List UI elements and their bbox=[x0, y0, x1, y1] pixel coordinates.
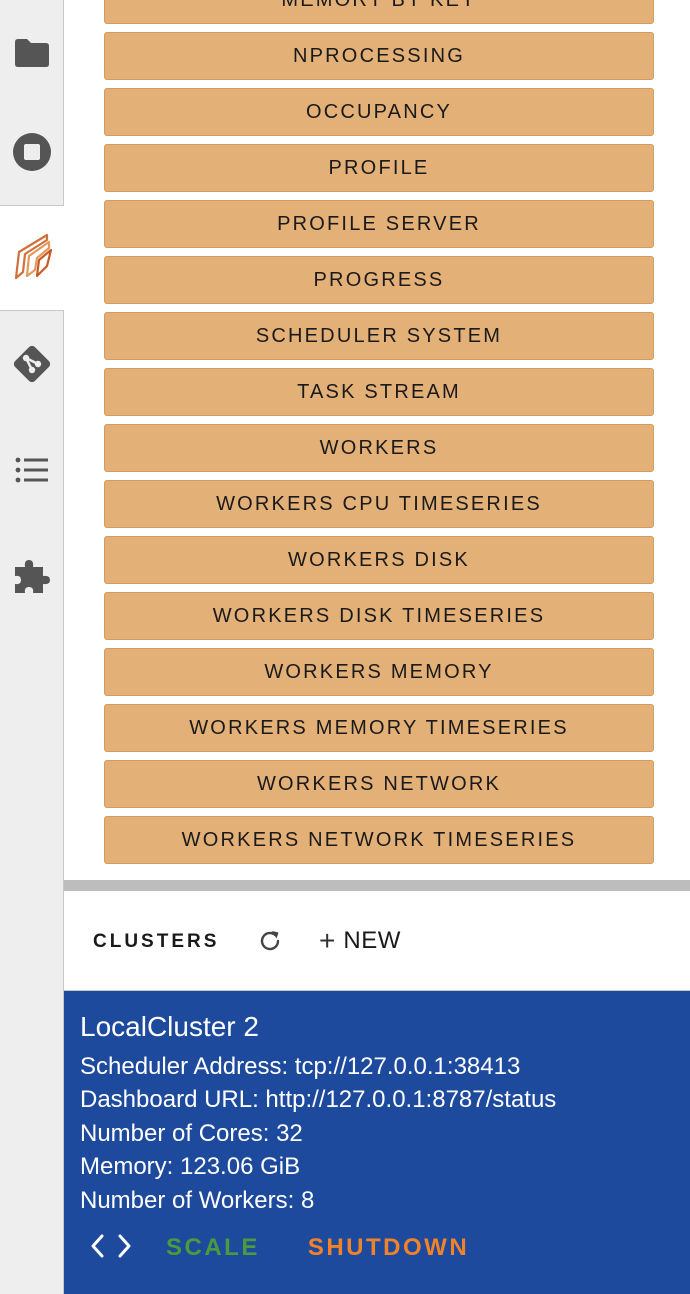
dashboard-button-profile[interactable]: PROFILE bbox=[104, 144, 654, 192]
number-of-workers: Number of Workers: 8 bbox=[80, 1187, 315, 1214]
stop-circle-icon bbox=[12, 132, 52, 172]
dashboard-button-workers-memory[interactable]: WORKERS MEMORY bbox=[104, 648, 654, 696]
dashboard-button-progress[interactable]: PROGRESS bbox=[104, 256, 654, 304]
dask-panel: MEMORY BY KEY NPROCESSING OCCUPANCY PROFILE… bbox=[64, 0, 690, 1294]
new-cluster-button[interactable]: + NEW bbox=[319, 927, 401, 955]
dashboard-button-workers[interactable]: WORKERS bbox=[104, 424, 654, 472]
puzzle-extension-icon bbox=[13, 557, 51, 595]
cluster-name: LocalCluster 2 bbox=[80, 1011, 259, 1042]
dashboard-button-nprocessing[interactable]: NPROCESSING bbox=[104, 32, 654, 80]
cluster-card[interactable]: LocalCluster 2 Scheduler Address: tcp://… bbox=[64, 991, 690, 1294]
dashboard-button-workers-cpu-timeseries[interactable]: WORKERS CPU TIMESERIES bbox=[104, 480, 654, 528]
shutdown-button[interactable]: SHUTDOWN bbox=[307, 1234, 470, 1261]
git-icon bbox=[11, 343, 53, 385]
clusters-toolbar: CLUSTERS + NEW bbox=[64, 891, 690, 991]
table-of-contents-tab[interactable] bbox=[0, 417, 63, 523]
git-tab[interactable] bbox=[0, 311, 63, 417]
refresh-icon bbox=[257, 931, 283, 958]
running-sessions-tab[interactable] bbox=[0, 99, 63, 205]
dashboard-button-occupancy[interactable]: OCCUPANCY bbox=[104, 88, 654, 136]
extension-manager-tab[interactable] bbox=[0, 523, 63, 629]
dashboard-button-workers-disk[interactable]: WORKERS DISK bbox=[104, 536, 654, 584]
clusters-title: CLUSTERS bbox=[93, 931, 220, 952]
panel-splitter[interactable] bbox=[64, 880, 690, 891]
refresh-button[interactable] bbox=[257, 928, 283, 954]
dashboard-button-task-stream[interactable]: TASK STREAM bbox=[104, 368, 654, 416]
left-sidebar bbox=[0, 0, 64, 1294]
dashboard-button-profile-server[interactable]: PROFILE SERVER bbox=[104, 200, 654, 248]
dashboard-button-scheduler-system[interactable]: SCHEDULER SYSTEM bbox=[104, 312, 654, 360]
scale-button[interactable]: SCALE bbox=[166, 1234, 260, 1261]
dashboard-url: Dashboard URL: http://127.0.0.1:8787/sta… bbox=[80, 1086, 557, 1113]
memory-info: Memory: 123.06 GiB bbox=[80, 1153, 301, 1180]
dask-extension-tab[interactable] bbox=[0, 205, 64, 311]
dask-logo-icon bbox=[11, 232, 53, 284]
number-of-cores: Number of Cores: 32 bbox=[80, 1120, 303, 1147]
scheduler-address: Scheduler Address: tcp://127.0.0.1:38413 bbox=[80, 1053, 521, 1080]
folder-icon bbox=[14, 38, 50, 68]
dashboard-button-workers-disk-timeseries[interactable]: WORKERS DISK TIMESERIES bbox=[104, 592, 654, 640]
plus-icon: + bbox=[319, 925, 336, 956]
file-browser-tab[interactable] bbox=[0, 0, 63, 106]
dashboard-button-workers-memory-timeseries[interactable]: WORKERS MEMORY TIMESERIES bbox=[104, 704, 654, 752]
cluster-actions: SCALE SHUTDOWN bbox=[90, 1231, 469, 1265]
dashboard-button-list: MEMORY BY KEY NPROCESSING OCCUPANCY PROFILE… bbox=[104, 0, 654, 872]
dashboard-button-workers-network-timeseries[interactable]: WORKERS NETWORK TIMESERIES bbox=[104, 816, 654, 864]
new-cluster-label: NEW bbox=[343, 927, 401, 954]
inject-code-icon[interactable] bbox=[90, 1233, 132, 1264]
dashboard-button-workers-network[interactable]: WORKERS NETWORK bbox=[104, 760, 654, 808]
list-icon bbox=[15, 456, 49, 484]
dashboard-button-memory-by-key[interactable]: MEMORY BY KEY bbox=[104, 0, 654, 24]
